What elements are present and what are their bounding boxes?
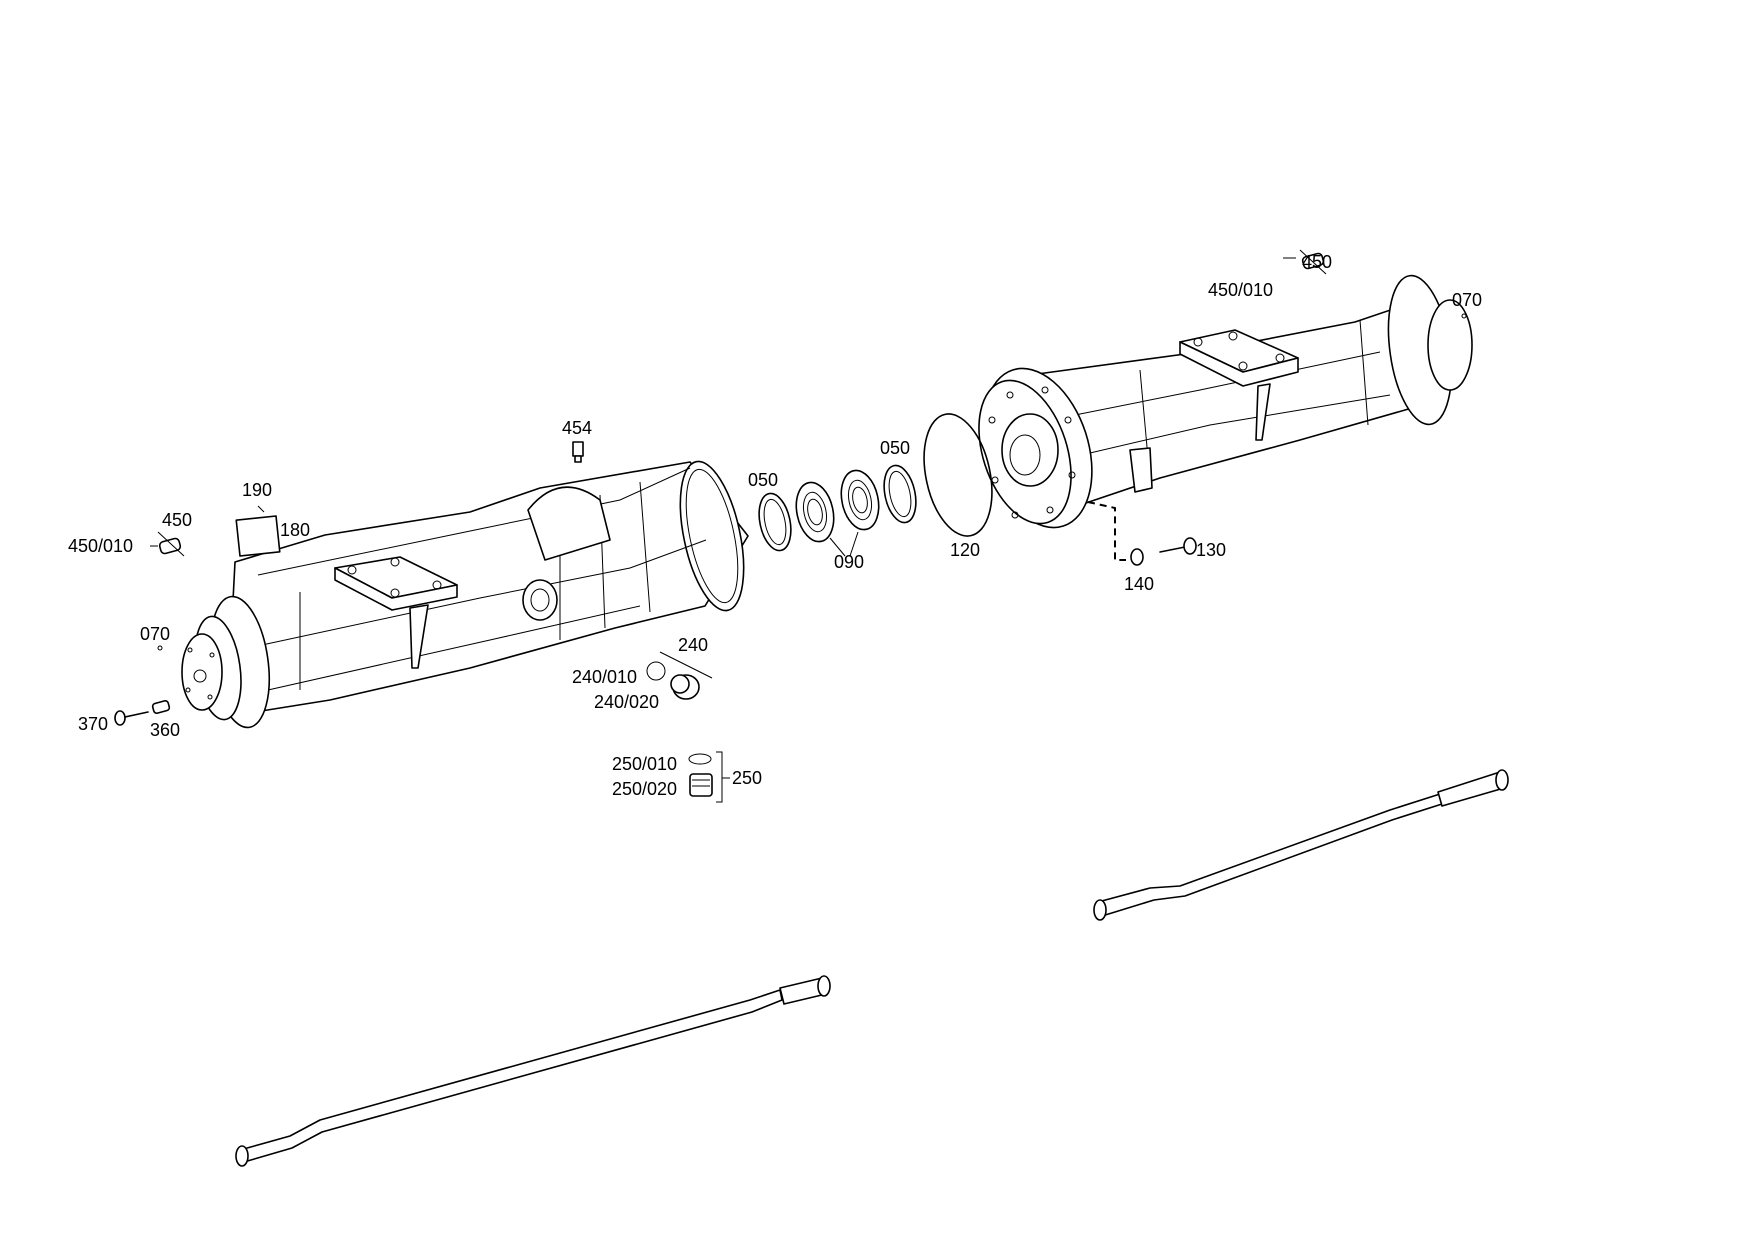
label-140: 140 [1124,574,1154,594]
washer-140 [1130,548,1144,566]
shim-050-left [758,492,792,552]
label-360: 360 [150,720,180,740]
plug-450-left [150,531,185,557]
label-240-010: 240/010 [572,667,637,687]
label-180: 180 [280,520,310,540]
bolt-370 [114,710,149,726]
right-axle-housing [978,274,1473,529]
bolt-130 [1159,537,1197,555]
left-axle-housing [181,460,749,729]
label-090: 090 [834,552,864,572]
label-250: 250 [732,768,762,788]
o-ring-120 [923,413,993,537]
plug-240 [646,651,713,700]
bearing-090-b [840,469,880,531]
breather-valve-454 [572,441,584,463]
shaft-lower-left [235,975,831,1167]
label-250-010: 250/010 [612,754,677,774]
label-250-020: 250/020 [612,779,677,799]
label-450-010-right: 450/010 [1208,280,1273,300]
plug-250 [688,751,730,803]
label-240-020: 240/020 [594,692,659,712]
pin-070-right [1461,313,1467,319]
label-370: 370 [78,714,108,734]
shim-050-right [883,464,917,524]
data-plate-180 [235,515,281,557]
label-190: 190 [242,480,272,500]
label-120: 120 [950,540,980,560]
label-130: 130 [1196,540,1226,560]
label-050-right: 050 [880,438,910,458]
label-450-010-left: 450/010 [68,536,133,556]
dowel-360 [151,699,171,715]
label-454: 454 [562,418,592,438]
label-070-right: 070 [1452,290,1482,310]
label-450-right: 450 [1302,252,1332,272]
label-070-left: 070 [140,624,170,644]
bearing-090-a [795,481,835,543]
label-450-left: 450 [162,510,192,530]
label-240: 240 [678,635,708,655]
plug-450-right [1283,249,1327,275]
label-050-left: 050 [748,470,778,490]
pin-070-left [157,645,163,651]
shaft-upper-right [1093,769,1509,921]
